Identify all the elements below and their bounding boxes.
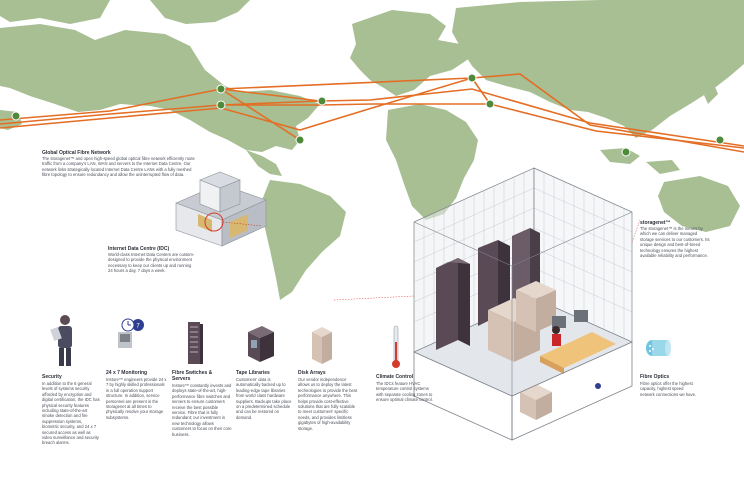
feature-title-fibre-optics: Fibre Optics	[640, 374, 670, 380]
fibre-routes	[0, 73, 744, 153]
monitoring-clock-icon: 7	[118, 318, 144, 348]
thermometer-icon	[392, 325, 400, 368]
feature-desc-climate-control: The IDCs feature HVAC temperature contro…	[376, 381, 433, 403]
network-node	[621, 147, 631, 157]
storagenet-cage	[333, 167, 641, 441]
idc-title: Internet Data Centre (IDC)	[108, 246, 170, 252]
feature-title-disk-arrays: Disk Arrays	[298, 370, 326, 376]
feature-desc-fibre-switches: Instore™ constantly invests and deploys …	[172, 383, 232, 437]
feature-desc-monitoring: Instore™ engineers provide 24 x 7 by hig…	[106, 377, 167, 420]
idc-description: World-class Internet Data Centers are cu…	[108, 252, 195, 274]
network-node	[317, 96, 327, 106]
storagenet-title: storagenet™	[640, 220, 671, 226]
idc-building	[175, 171, 267, 247]
network-description: The storagenet™ and open high-speed glob…	[42, 156, 195, 178]
security-guard-icon	[50, 315, 72, 366]
network-node	[467, 73, 477, 83]
network-node	[216, 84, 226, 94]
network-title: Global Optical Fibre Network	[42, 150, 111, 156]
network-node	[216, 100, 226, 110]
feature-title-fibre-switches: Fibre Switches & Servers	[172, 370, 213, 382]
feature-desc-tape-libraries: Customers' data is automatically backed …	[236, 377, 292, 420]
storagenet-description: The storagenet™ is the means by which we…	[640, 226, 710, 259]
tape-library-icon	[248, 326, 274, 362]
disk-array-icon	[312, 327, 332, 364]
feature-desc-disk-arrays: Our vendor independence allows us to dep…	[298, 377, 358, 431]
feature-title-tape-libraries: Tape Libraries	[236, 370, 270, 376]
network-nodes	[11, 73, 725, 157]
network-node	[295, 135, 305, 145]
fibre-switch-rack-icon	[188, 322, 203, 364]
network-node	[11, 111, 21, 121]
feature-desc-security: In addition to the 6 general levels of s…	[42, 381, 100, 446]
svg-text:7: 7	[136, 324, 140, 330]
network-node	[485, 99, 495, 109]
feature-title-monitoring: 24 x 7 Monitoring	[106, 370, 148, 376]
feature-title-climate-control: Climate Control	[376, 374, 414, 380]
fibre-optics-icon	[646, 340, 671, 356]
continents	[0, 0, 744, 300]
feature-desc-fibre-optics: Fibre optics offer the highest capacity,…	[640, 381, 697, 397]
feature-title-security: Security	[42, 374, 62, 380]
network-node	[715, 135, 725, 145]
